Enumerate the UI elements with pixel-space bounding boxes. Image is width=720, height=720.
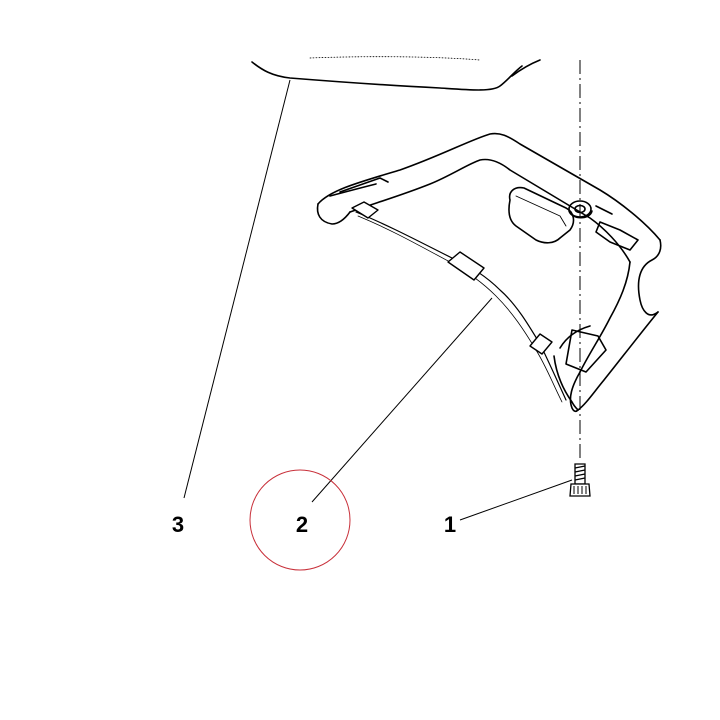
callout-3: 3 [172,512,184,537]
cable-clips [351,201,553,355]
callout-1: 1 [444,512,456,537]
screw-part [569,463,591,497]
rear-tray-part [316,132,662,413]
highlight-circle [249,469,351,571]
leader-line-1 [459,479,573,521]
leader-line-3 [183,79,291,499]
wire-harness-part [355,211,567,403]
callout-2: 2 [296,512,308,537]
leader-line-2 [311,297,493,503]
upper-cover-part [251,56,541,91]
leader-lines [183,79,573,521]
